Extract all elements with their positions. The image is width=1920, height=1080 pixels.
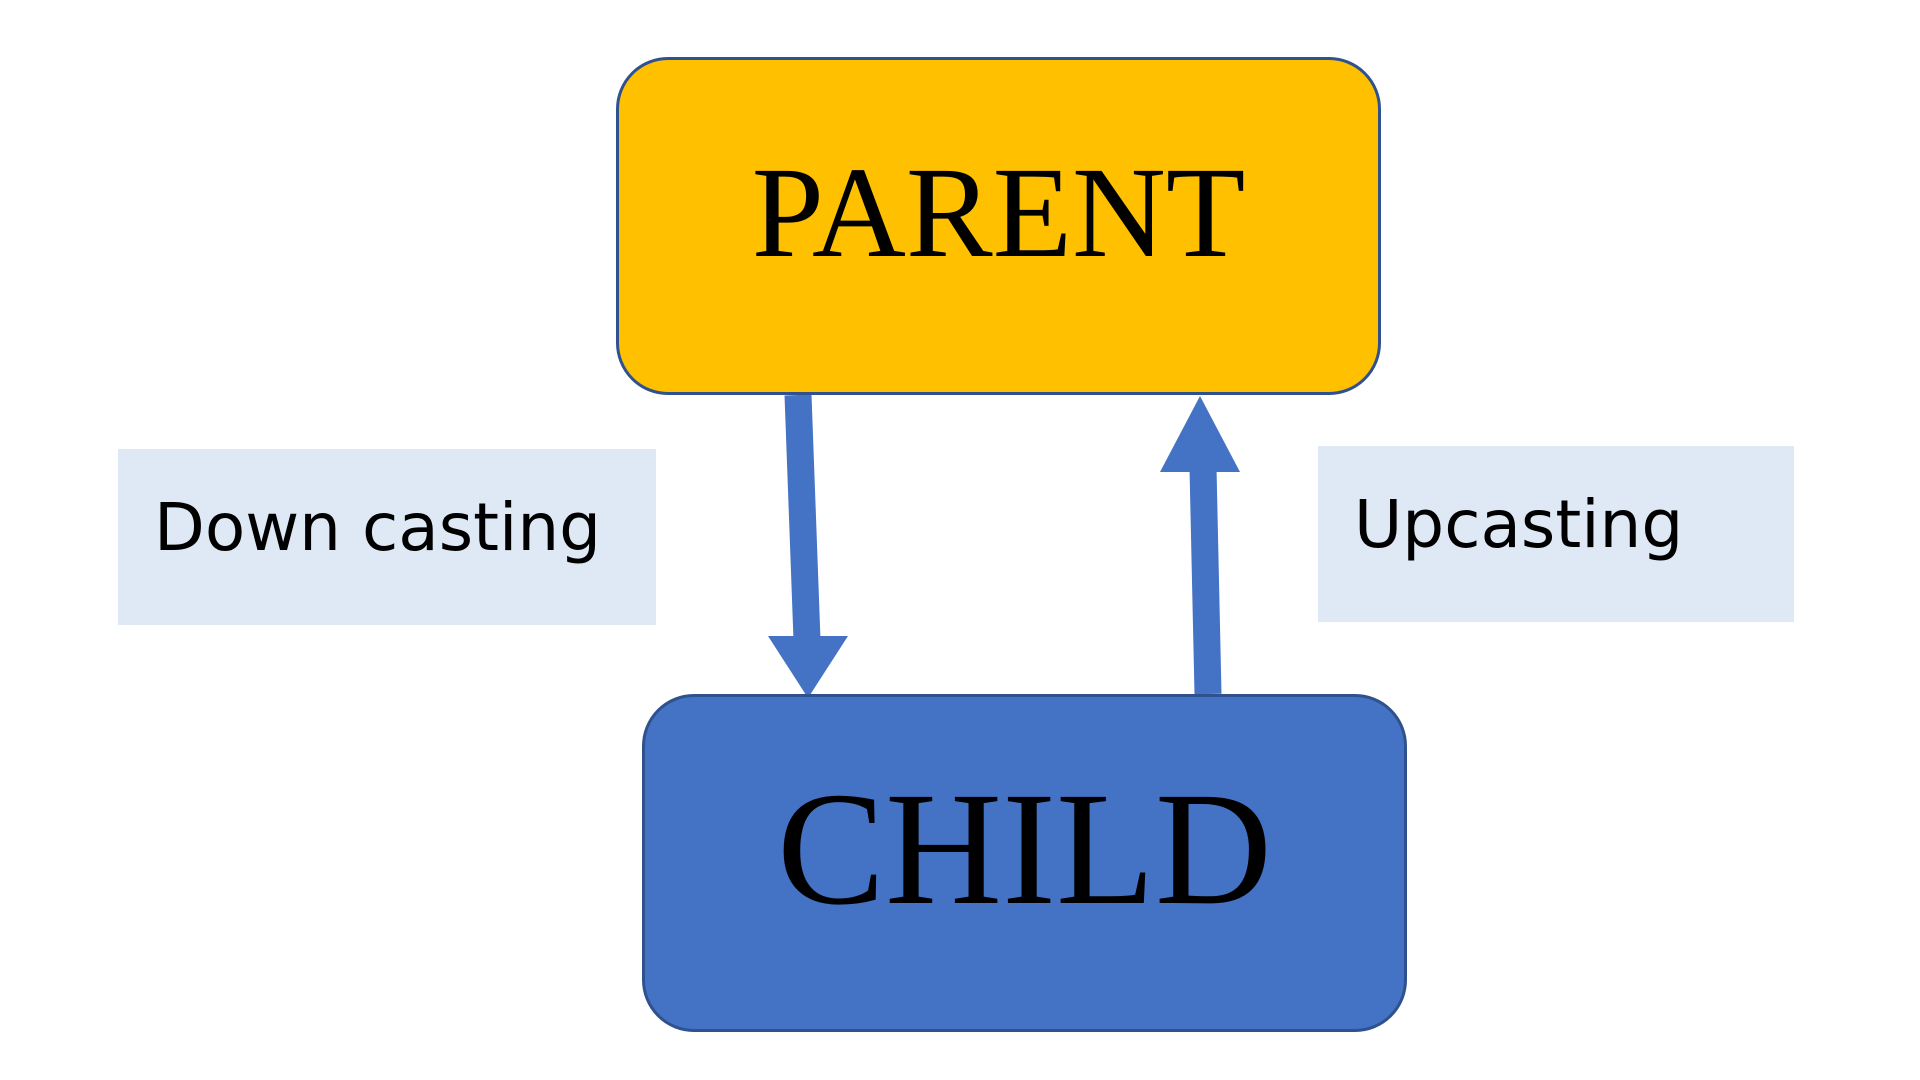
upcasting-label-box: Upcasting [1318, 446, 1794, 622]
upcasting-arrow [1160, 396, 1240, 695]
down-casting-arrow [768, 394, 848, 698]
parent-node: PARENT [616, 57, 1381, 395]
down-casting-label-box: Down casting [118, 449, 656, 625]
child-node: CHILD [642, 694, 1407, 1032]
upcasting-arrow-shaft [1189, 467, 1222, 695]
down-casting-arrow-shaft [784, 394, 821, 641]
down-casting-label: Down casting [154, 488, 602, 566]
down-casting-arrowhead [768, 636, 848, 698]
parent-node-label: PARENT [751, 141, 1246, 285]
upcasting-label: Upcasting [1354, 485, 1684, 563]
child-node-label: CHILD [777, 760, 1272, 939]
upcasting-arrowhead [1160, 396, 1240, 472]
